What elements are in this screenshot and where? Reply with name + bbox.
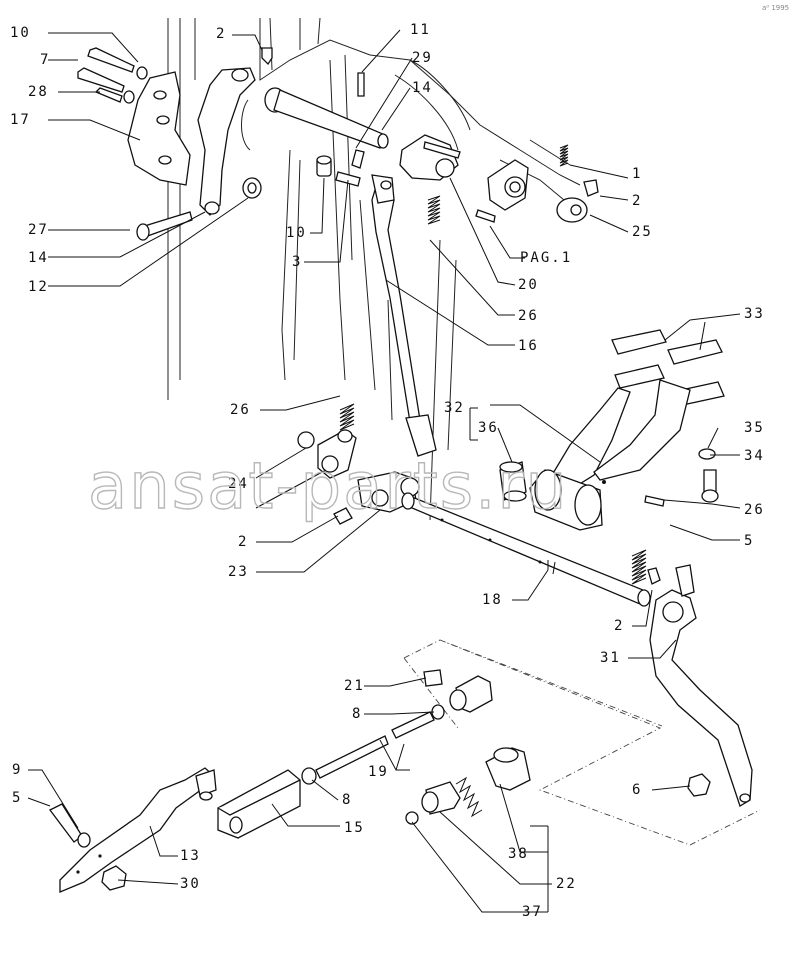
callout-label: 25 <box>632 224 653 240</box>
bushing-10 <box>316 155 332 177</box>
pedal-13 <box>59 767 217 893</box>
assembly-outline <box>403 639 761 846</box>
spring-26-mid <box>339 403 355 431</box>
bush-36 <box>499 461 527 502</box>
spring-pack-38 <box>405 747 531 825</box>
callout-label: 30 <box>180 876 201 892</box>
callout-label: 33 <box>744 306 765 322</box>
callout-label: 21 <box>344 678 365 694</box>
corner-mark: a⁰ 1995 <box>762 4 789 12</box>
callout-label: 14 <box>28 250 49 266</box>
callout-label: 17 <box>10 112 31 128</box>
pin-11 <box>357 72 365 97</box>
collar-25 <box>556 197 588 223</box>
callout-label: 26 <box>518 308 539 324</box>
callout-labels: 10 7 28 17 2 11 29 14 1 2 25 27 14 12 10… <box>10 22 765 920</box>
spring-1 <box>559 144 569 167</box>
bracket-17 <box>127 71 191 186</box>
lever-31 <box>647 564 753 807</box>
spring-26-upper <box>427 195 441 225</box>
callout-label: 9 <box>12 762 22 778</box>
callout-label: 16 <box>518 338 539 354</box>
callout-label: 2 <box>216 26 226 42</box>
shaft-18 <box>401 492 651 607</box>
callout-label: 11 <box>410 22 431 38</box>
callout-label: 2 <box>632 193 642 209</box>
callout-label: 8 <box>342 792 352 808</box>
callout-label: 2 <box>614 618 624 634</box>
washer-35 <box>698 448 716 460</box>
callout-label: 2 <box>238 534 248 550</box>
callout-label: 15 <box>344 820 365 836</box>
callout-label: 8 <box>352 706 362 722</box>
callout-label: 22 <box>556 876 577 892</box>
callout-label: 37 <box>522 904 543 920</box>
nut-6 <box>687 773 711 797</box>
callout-label: PAG.1 <box>520 250 572 266</box>
callout-label: 14 <box>412 80 433 96</box>
bearing-block <box>475 159 529 223</box>
callout-label: 28 <box>28 84 49 100</box>
callout-label: 24 <box>228 476 249 492</box>
pin-3 <box>335 171 361 187</box>
callout-label: 20 <box>518 277 539 293</box>
bolt-34 <box>701 469 719 503</box>
callout-label: 3 <box>292 254 302 270</box>
screw-5-left <box>49 803 83 843</box>
bolts-upper-left <box>77 47 148 104</box>
screw-2-right <box>583 179 599 197</box>
callout-label: 38 <box>508 846 529 862</box>
leader-lines <box>27 29 741 913</box>
callout-label: 31 <box>600 650 621 666</box>
callout-label: 27 <box>28 222 49 238</box>
screw-5-right <box>644 495 665 507</box>
callout-label: 23 <box>228 564 249 580</box>
callout-label: 36 <box>478 420 499 436</box>
upper-shaft <box>264 87 389 149</box>
lever-20 <box>399 134 461 181</box>
callout-label: 13 <box>180 848 201 864</box>
spring-26-right <box>631 549 647 585</box>
block-15 <box>217 769 301 839</box>
callout-label: 35 <box>744 420 765 436</box>
support-32 <box>529 329 725 531</box>
screw-2-top <box>261 47 273 66</box>
nut-30 <box>101 865 127 891</box>
callout-label: 34 <box>744 448 765 464</box>
housing-frame <box>167 17 581 521</box>
adjuster-group <box>301 669 493 785</box>
nut-9 <box>77 832 91 848</box>
callout-label: 5 <box>12 790 22 806</box>
callout-label: 1 <box>632 166 642 182</box>
callout-label: 26 <box>744 502 765 518</box>
callout-label: 5 <box>744 533 754 549</box>
rod-16 <box>371 174 437 457</box>
clip-29 <box>351 149 365 169</box>
callout-label: 12 <box>28 279 49 295</box>
callout-label: 19 <box>368 764 389 780</box>
callout-label: 6 <box>632 782 642 798</box>
callout-label: 18 <box>482 592 503 608</box>
callout-label: 26 <box>230 402 251 418</box>
lever-arm-top <box>197 67 256 216</box>
callout-label: 7 <box>40 52 50 68</box>
watermark: ansat-parts.ru <box>88 450 568 524</box>
callout-label: 10 <box>10 25 31 41</box>
callout-label: 10 <box>286 225 307 241</box>
callout-label: 32 <box>444 400 465 416</box>
callout-label: 29 <box>412 50 433 66</box>
